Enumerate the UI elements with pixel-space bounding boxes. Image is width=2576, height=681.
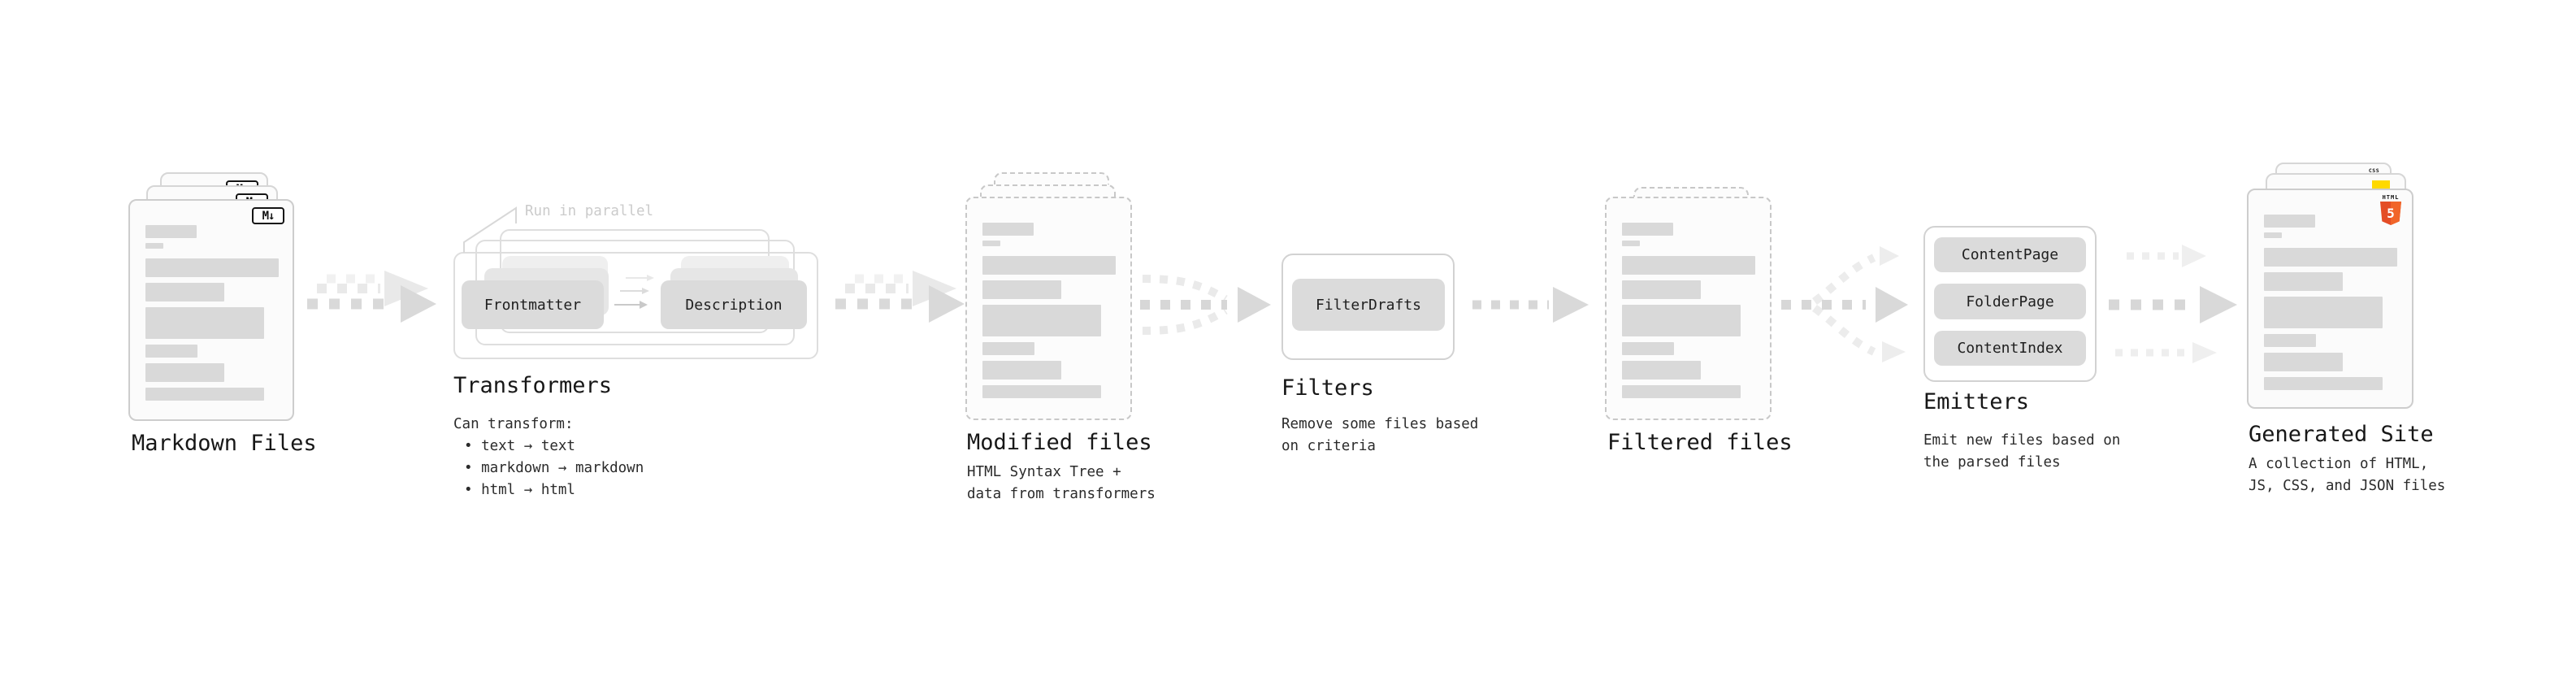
dashed-arrow-icon xyxy=(1472,287,1589,323)
placeholder-text-bar xyxy=(145,307,264,339)
description-line: Remove some files based xyxy=(1281,416,1479,432)
placeholder-text-bar xyxy=(1622,256,1755,275)
placeholder-text xyxy=(2264,215,2397,390)
stage-label-modified-files: Modified files xyxy=(967,430,1152,455)
description-bullet: • text → text xyxy=(464,438,575,454)
description-line: HTML Syntax Tree + xyxy=(967,464,1121,480)
stage-description: Emit new files based on the parsed files xyxy=(1923,430,2120,474)
emitter-node-contentindex: ContentIndex xyxy=(1934,331,2086,366)
transformer-layer-frame xyxy=(453,252,818,359)
js-icon xyxy=(2372,180,2390,189)
css-label: CSS xyxy=(2368,167,2380,174)
stage-label-filters: Filters xyxy=(1281,375,1374,401)
placeholder-text-bar xyxy=(1622,385,1741,398)
placeholder-text-bar xyxy=(982,385,1101,398)
parallel-arrows-icon xyxy=(2109,245,2237,363)
description-line: on criteria xyxy=(1281,438,1376,454)
html5-number: 5 xyxy=(2387,205,2395,221)
stage-description: A collection of HTML, JS, CSS, and JSON … xyxy=(2249,453,2445,497)
html5-word: HTML xyxy=(2382,194,2400,201)
placeholder-text-bar xyxy=(145,243,163,249)
file-card: HTML 5 xyxy=(2247,189,2413,409)
mini-arrows-icon xyxy=(614,275,654,309)
placeholder-text-bar xyxy=(2264,334,2316,347)
description-line: JS, CSS, and JSON files xyxy=(2249,478,2446,494)
placeholder-text-bar xyxy=(2264,297,2383,328)
placeholder-text-bar xyxy=(1622,241,1640,246)
placeholder-text-bar xyxy=(145,283,224,301)
placeholder-text-bar xyxy=(145,258,279,277)
file-card: M↓ xyxy=(128,199,294,421)
callout-line xyxy=(463,206,517,253)
stacked-dashed-arrow-icon xyxy=(307,271,436,323)
placeholder-text-bar xyxy=(1622,305,1741,336)
description-bullet: • markdown → markdown xyxy=(464,460,644,476)
markdown-icon: M↓ xyxy=(252,207,284,224)
placeholder-text xyxy=(982,223,1116,398)
transformer-node-frontmatter: Frontmatter xyxy=(462,280,604,329)
placeholder-text-bar xyxy=(145,225,197,238)
stage-label-markdown-files: Markdown Files xyxy=(132,431,317,456)
description-line: A collection of HTML, xyxy=(2249,456,2429,472)
stacked-dashed-arrow-icon xyxy=(835,271,965,323)
placeholder-text-bar xyxy=(2264,272,2343,291)
html5-icon: HTML 5 xyxy=(2380,194,2401,225)
stage-description: Can transform: • text → text • markdown … xyxy=(453,414,644,501)
filter-node-filterdrafts: FilterDrafts xyxy=(1292,279,1445,331)
stage-label-generated-site: Generated Site xyxy=(2249,422,2434,447)
dashed-file-card xyxy=(1605,197,1772,420)
split-arrow-icon xyxy=(1781,246,1908,362)
placeholder-text-bar xyxy=(2264,353,2343,371)
placeholder-text-bar xyxy=(2264,377,2383,390)
placeholder-text-bar xyxy=(1622,361,1701,380)
placeholder-text-bar xyxy=(982,280,1061,299)
dashed-file-card xyxy=(965,197,1132,420)
placeholder-text-bar xyxy=(982,223,1034,236)
html5-shield: 5 xyxy=(2380,202,2401,225)
transformer-node-description: Description xyxy=(661,280,807,329)
stage-description: Remove some files based on criteria xyxy=(1281,414,1478,458)
placeholder-text-bar xyxy=(982,305,1101,336)
stage-label-emitters: Emitters xyxy=(1923,389,2030,414)
description-line: the parsed files xyxy=(1923,454,2061,471)
placeholder-text-bar xyxy=(1622,280,1701,299)
emitter-node-folderpage: FolderPage xyxy=(1934,284,2086,319)
placeholder-text-bar xyxy=(2264,232,2282,238)
placeholder-text-bar xyxy=(145,363,224,382)
run-in-parallel-annotation: Run in parallel xyxy=(525,203,654,219)
placeholder-text-bar xyxy=(982,342,1034,355)
stage-description: HTML Syntax Tree + data from transformer… xyxy=(967,462,1156,505)
placeholder-text-bar xyxy=(1622,342,1674,355)
description-bullet: • html → html xyxy=(464,482,575,498)
placeholder-text-bar xyxy=(2264,248,2397,267)
placeholder-text-bar xyxy=(145,388,264,401)
merge-arrow-icon xyxy=(1140,275,1271,335)
emitter-node-contentpage: ContentPage xyxy=(1934,237,2086,272)
stage-label-transformers: Transformers xyxy=(453,373,613,398)
placeholder-text-bar xyxy=(1622,223,1673,236)
placeholder-text xyxy=(145,225,279,401)
placeholder-text-bar xyxy=(2264,215,2315,228)
description-line: data from transformers xyxy=(967,486,1156,502)
stage-label-filtered-files: Filtered files xyxy=(1607,430,1793,455)
placeholder-text-bar xyxy=(982,256,1116,275)
placeholder-text-bar xyxy=(982,361,1061,380)
description-line: Can transform: xyxy=(453,416,574,432)
placeholder-text-bar xyxy=(982,241,1000,246)
placeholder-text-bar xyxy=(145,345,197,358)
description-line: Emit new files based on xyxy=(1923,432,2121,449)
placeholder-text xyxy=(1622,223,1755,398)
